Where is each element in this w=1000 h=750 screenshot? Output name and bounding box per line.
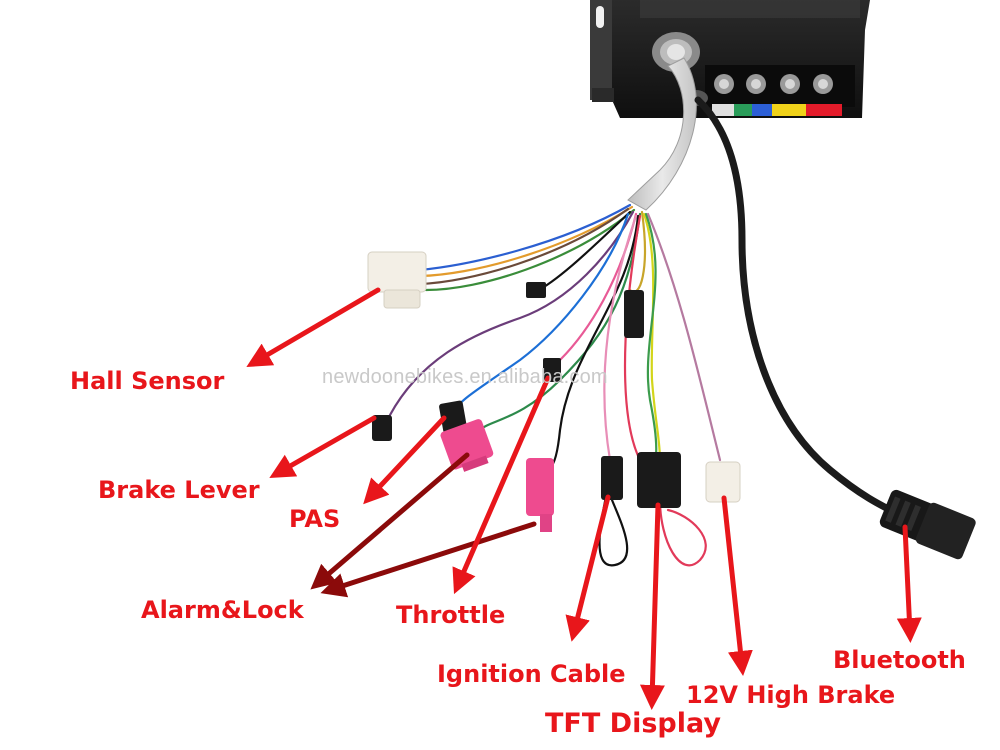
pas-connector — [439, 400, 467, 434]
label-brake-lever: Brake Lever — [98, 476, 260, 504]
hall-sensor-arrow — [246, 287, 381, 368]
tft-display-arrow — [639, 502, 665, 710]
label-throttle: Throttle — [396, 601, 506, 629]
hall-sensor-connector — [367, 251, 427, 309]
ignition-connector — [601, 456, 623, 500]
small-black-connector-top — [526, 282, 546, 298]
alarm-pink-connector-left — [440, 419, 494, 472]
cable-sheath — [627, 57, 697, 211]
alarm-lock-arrow-left — [310, 452, 470, 590]
label-bluetooth: Bluetooth — [833, 646, 966, 674]
ignition-arrow — [565, 494, 611, 642]
label-12v-high-brake: 12V High Brake — [686, 681, 896, 709]
pas-arrow — [363, 415, 447, 505]
high-brake-arrow — [721, 495, 753, 676]
tft-display-connector — [637, 452, 681, 508]
alarm-lock-arrow-right — [320, 521, 537, 598]
bluetooth-arrow — [896, 524, 922, 643]
motor-controller-box — [590, 0, 870, 118]
brake-lever-arrow — [269, 415, 377, 478]
throttle-arrow — [452, 375, 551, 595]
label-tft-display: TFT Display — [545, 708, 721, 739]
alarm-pink-connector-right — [526, 458, 554, 532]
annotation-arrows — [246, 287, 922, 710]
bluetooth-cable — [694, 96, 904, 519]
black-connector-right-top — [624, 290, 644, 338]
label-hall-sensor: Hall Sensor — [70, 367, 225, 395]
watermark-text: newdoonebikes.en.alibaba.com — [322, 366, 608, 388]
label-pas: PAS — [289, 505, 341, 533]
label-alarm-lock: Alarm&Lock — [141, 596, 304, 624]
bluetooth-usb-connector — [879, 489, 976, 560]
power-terminals — [705, 65, 855, 116]
label-ignition-cable: Ignition Cable — [437, 660, 626, 688]
brake-lever-connector — [372, 415, 392, 441]
